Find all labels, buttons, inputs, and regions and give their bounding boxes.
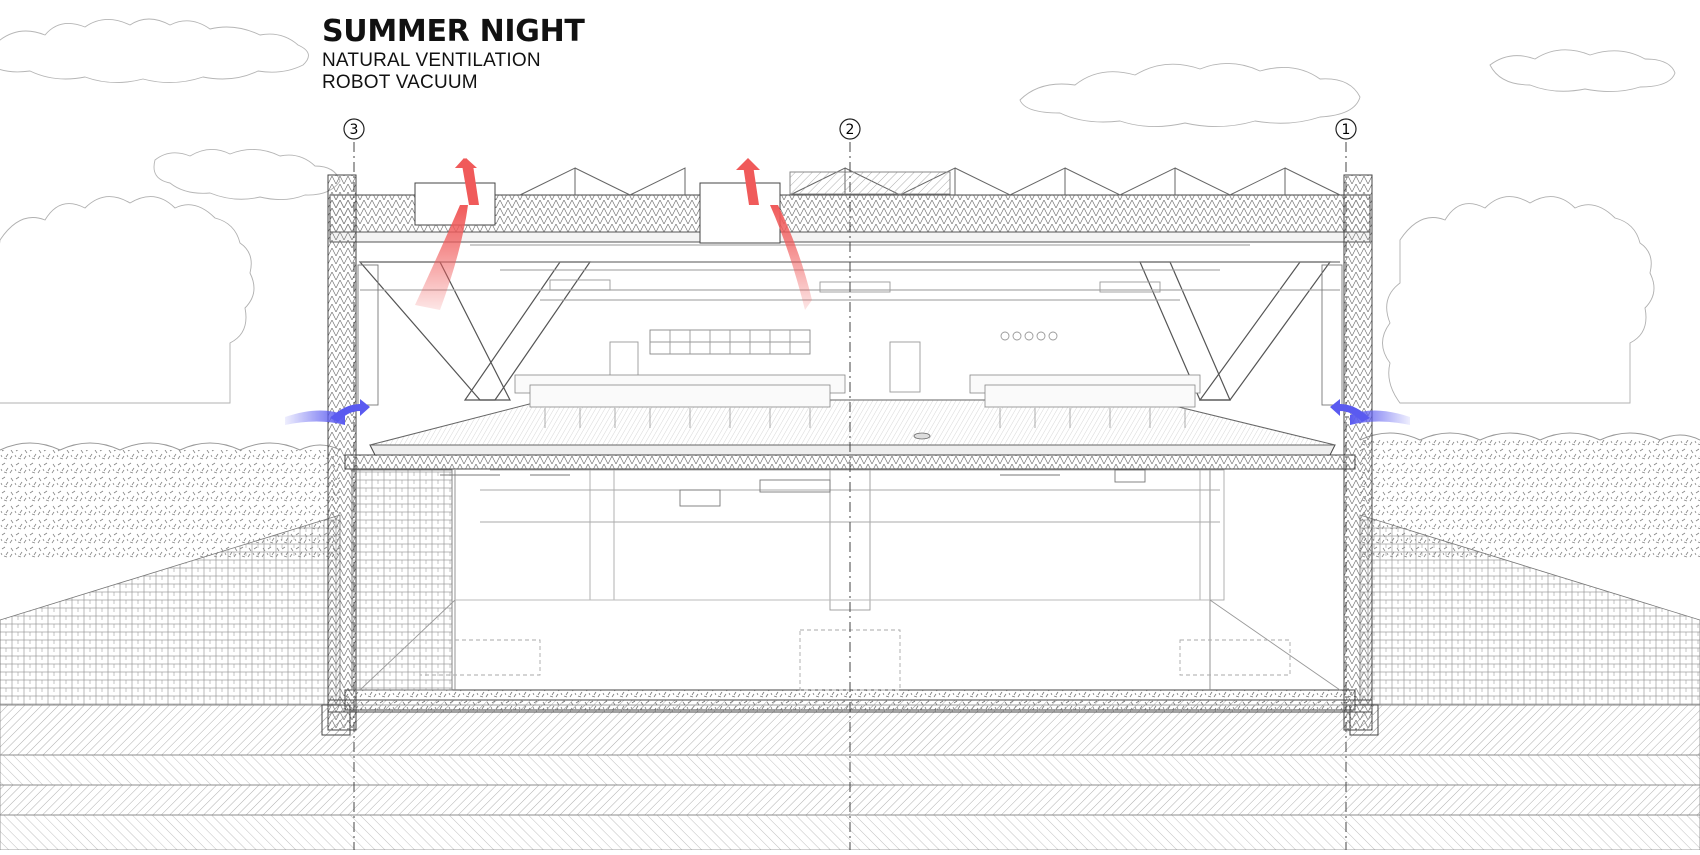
drawing-title-block: SUMMER NIGHT NATURAL VENTILATION ROBOT V… (322, 14, 585, 94)
intake-airflow-left (285, 399, 370, 425)
exhaust-airflow-right (736, 158, 812, 310)
clouds (0, 18, 1676, 200)
grid-axes (353, 142, 1347, 850)
glazing (357, 264, 1343, 406)
workstations (514, 374, 1201, 440)
grid-label-2: 2 (846, 122, 855, 138)
background-trees (0, 196, 1655, 404)
drawing-subtitle-line-2: ROBOT VACUUM (322, 72, 478, 93)
grid-bubble-1: 1 (1335, 118, 1357, 140)
roof-trusses (519, 167, 1341, 196)
grid-bubble-3: 3 (343, 118, 365, 140)
drawing-subtitle-line-1: NATURAL VENTILATION (322, 50, 541, 71)
intake-airflow-right (1330, 399, 1410, 425)
ground-floor-structure (351, 469, 1341, 691)
ceiling-services (470, 244, 1250, 393)
grid-bubble-2: 2 (839, 118, 861, 140)
grid-label-1: 1 (1342, 122, 1351, 138)
building (321, 174, 1379, 736)
grid-label-3: 3 (350, 122, 359, 138)
drawing-title: SUMMER NIGHT (322, 14, 585, 49)
exhaust-airflow-left (415, 158, 479, 310)
